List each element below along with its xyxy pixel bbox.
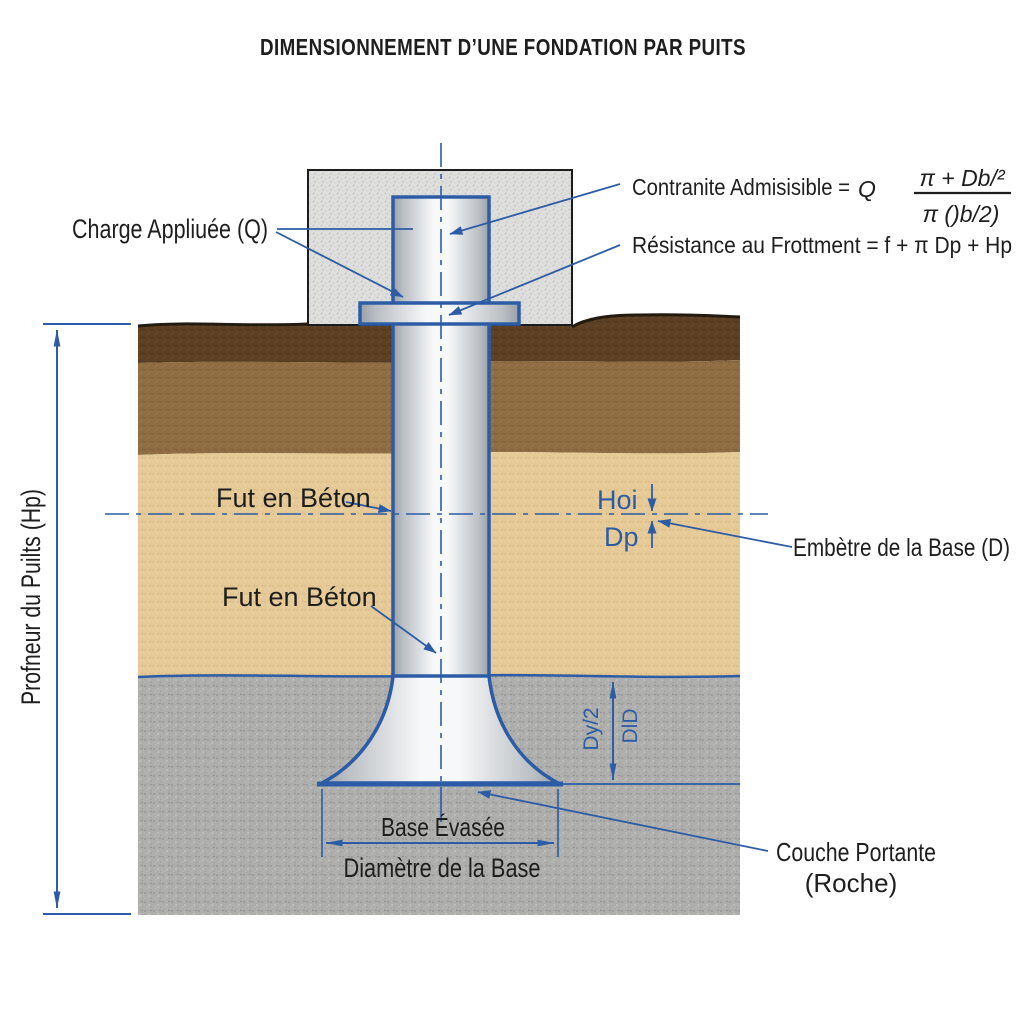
base-evasee-label: Base Évasée bbox=[381, 812, 505, 842]
friction-formula: Résistance au Frottment = f + π Dp + Hp bbox=[632, 232, 1012, 258]
dp-label: Dp bbox=[604, 522, 639, 552]
ground-surface-line-right bbox=[571, 313, 741, 329]
admissible-formula-numerator: π + Db/² bbox=[919, 165, 1005, 191]
friction-formula-leader bbox=[448, 244, 621, 316]
hoi-label: Hoi bbox=[597, 485, 638, 515]
fut-lower-label: Fut en Béton bbox=[222, 582, 377, 612]
charge-leader-diagonal bbox=[275, 231, 404, 298]
soil-cross-section bbox=[137, 313, 741, 915]
fut-lower-leader bbox=[370, 605, 437, 654]
fut-upper-leader bbox=[345, 501, 392, 513]
fut-upper-label: Fut en Béton bbox=[216, 483, 371, 513]
admissible-formula-q: Q bbox=[858, 176, 876, 202]
charge-label: Charge Appliuée (Q) bbox=[72, 214, 268, 244]
admissible-formula-denominator: π ()b/2) bbox=[923, 201, 1000, 227]
dimension-lines bbox=[43, 323, 657, 915]
admissible-formula-prefix: Contranite Admisisible = bbox=[632, 174, 850, 200]
couche-leader bbox=[477, 790, 769, 852]
rock-dim-left-label: Dy/2 bbox=[580, 707, 603, 750]
leader-lines bbox=[275, 183, 793, 852]
couche-portante-label-line2: (Roche) bbox=[805, 868, 897, 898]
page-title: DIMENSIONNEMENT D’UNE FONDATION PAR PUIT… bbox=[260, 34, 746, 60]
rock-bearing-layer bbox=[138, 675, 740, 915]
diametre-base-label: Diamètre de la Base bbox=[344, 853, 541, 883]
admissible-formula-leader bbox=[449, 183, 621, 235]
foundation-structure bbox=[105, 143, 768, 787]
couche-portante-label-line1: Couche Portante bbox=[776, 837, 936, 867]
embetre-label: Embètre de la Base (D) bbox=[793, 534, 1010, 562]
profondeur-label: Profneur du Puilts (Hp) bbox=[16, 489, 46, 705]
pier-collar bbox=[358, 301, 521, 326]
ground-surface-line-left bbox=[137, 322, 309, 328]
rock-dim-right-label: DlD bbox=[619, 709, 642, 744]
embetre-leader bbox=[657, 518, 793, 548]
